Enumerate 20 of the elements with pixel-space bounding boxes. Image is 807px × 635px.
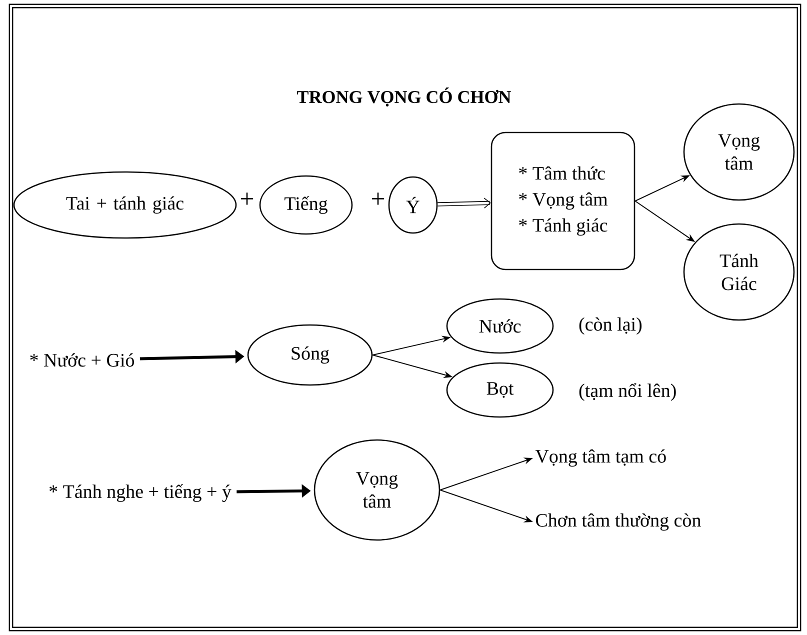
- plus-sign: +: [372, 192, 384, 205]
- circle-node: Vọng tâm: [683, 103, 795, 201]
- process-box: * Tâm thức * Vọng tâm * Tánh giác: [490, 132, 636, 270]
- circle-node: Vọng tâm: [314, 439, 440, 541]
- circle-node: Tánh Giác: [683, 223, 795, 321]
- title: TRONG VỌNG CÓ CHƠN: [297, 88, 512, 106]
- ellipse-node: Tiếng: [259, 175, 353, 235]
- bare-text: Vọng tâm tạm có: [535, 449, 666, 467]
- bare-text: Chơn tâm thường còn: [536, 513, 701, 531]
- ellipse-node: Nước: [446, 298, 554, 354]
- bare-text: * Tánh nghe + tiếng + ý: [49, 484, 232, 502]
- arrow: [438, 198, 491, 208]
- ellipse-node: Sóng: [247, 324, 373, 386]
- side-note: (tạm nổi lên): [579, 383, 676, 401]
- plus-sign: +: [240, 192, 254, 205]
- ellipse-node: Tai + tánh giác: [13, 171, 237, 239]
- circle-node: Ý: [388, 176, 438, 234]
- bare-text: * Nước + Gió: [30, 353, 134, 367]
- ellipse-node: Bọt: [446, 362, 554, 418]
- side-note: (còn lại): [579, 317, 642, 335]
